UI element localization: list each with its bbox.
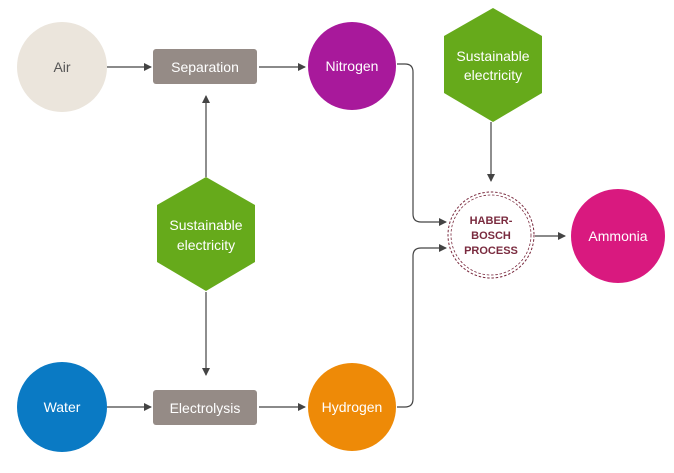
electrolysis-node: Electrolysis — [153, 390, 257, 425]
electrolysis-label: Electrolysis — [170, 400, 241, 416]
haber-bosch-node: HABER- BOSCH PROCESS — [447, 191, 535, 279]
water-label: Water — [44, 399, 81, 415]
ammonia-node: Ammonia — [571, 189, 665, 283]
haber-bosch-ring-inner — [450, 194, 532, 276]
hydrogen-circle — [308, 363, 396, 451]
haber-bosch-line1: HABER- — [470, 215, 513, 227]
electricity-left-line1: Sustainable — [169, 217, 242, 233]
hydrogen-node: Hydrogen — [308, 363, 396, 451]
electricity-left-hexagon — [157, 177, 255, 291]
haber-bosch-line3: PROCESS — [464, 245, 518, 257]
electricity-left-node: Sustainable electricity — [157, 177, 255, 291]
water-circle — [17, 362, 107, 452]
nitrogen-node: Nitrogen — [308, 22, 396, 110]
water-node: Water — [17, 362, 107, 452]
nitrogen-label: Nitrogen — [326, 58, 379, 74]
haber-bosch-ring — [447, 191, 535, 279]
arrow-hydrogen-to-haber-bosch — [397, 244, 447, 408]
electricity-top-hexagon — [444, 8, 542, 122]
nitrogen-circle — [308, 22, 396, 110]
separation-label: Separation — [171, 59, 239, 75]
electricity-top-line1: Sustainable — [456, 48, 529, 64]
electricity-top-node: Sustainable electricity — [444, 8, 542, 122]
arrow-nitrogen-to-haber-bosch — [397, 63, 447, 226]
air-label: Air — [53, 59, 70, 75]
connectors — [107, 63, 566, 411]
air-circle — [17, 22, 107, 112]
air-node: Air — [17, 22, 107, 112]
electricity-left-line2: electricity — [177, 237, 235, 253]
hydrogen-label: Hydrogen — [322, 399, 383, 415]
separation-node: Separation — [153, 49, 257, 84]
separation-box — [153, 49, 257, 84]
electricity-top-line2: electricity — [464, 67, 522, 83]
electrolysis-box — [153, 390, 257, 425]
ammonia-label: Ammonia — [588, 228, 647, 244]
ammonia-circle — [571, 189, 665, 283]
haber-bosch-line2: BOSCH — [471, 230, 511, 242]
